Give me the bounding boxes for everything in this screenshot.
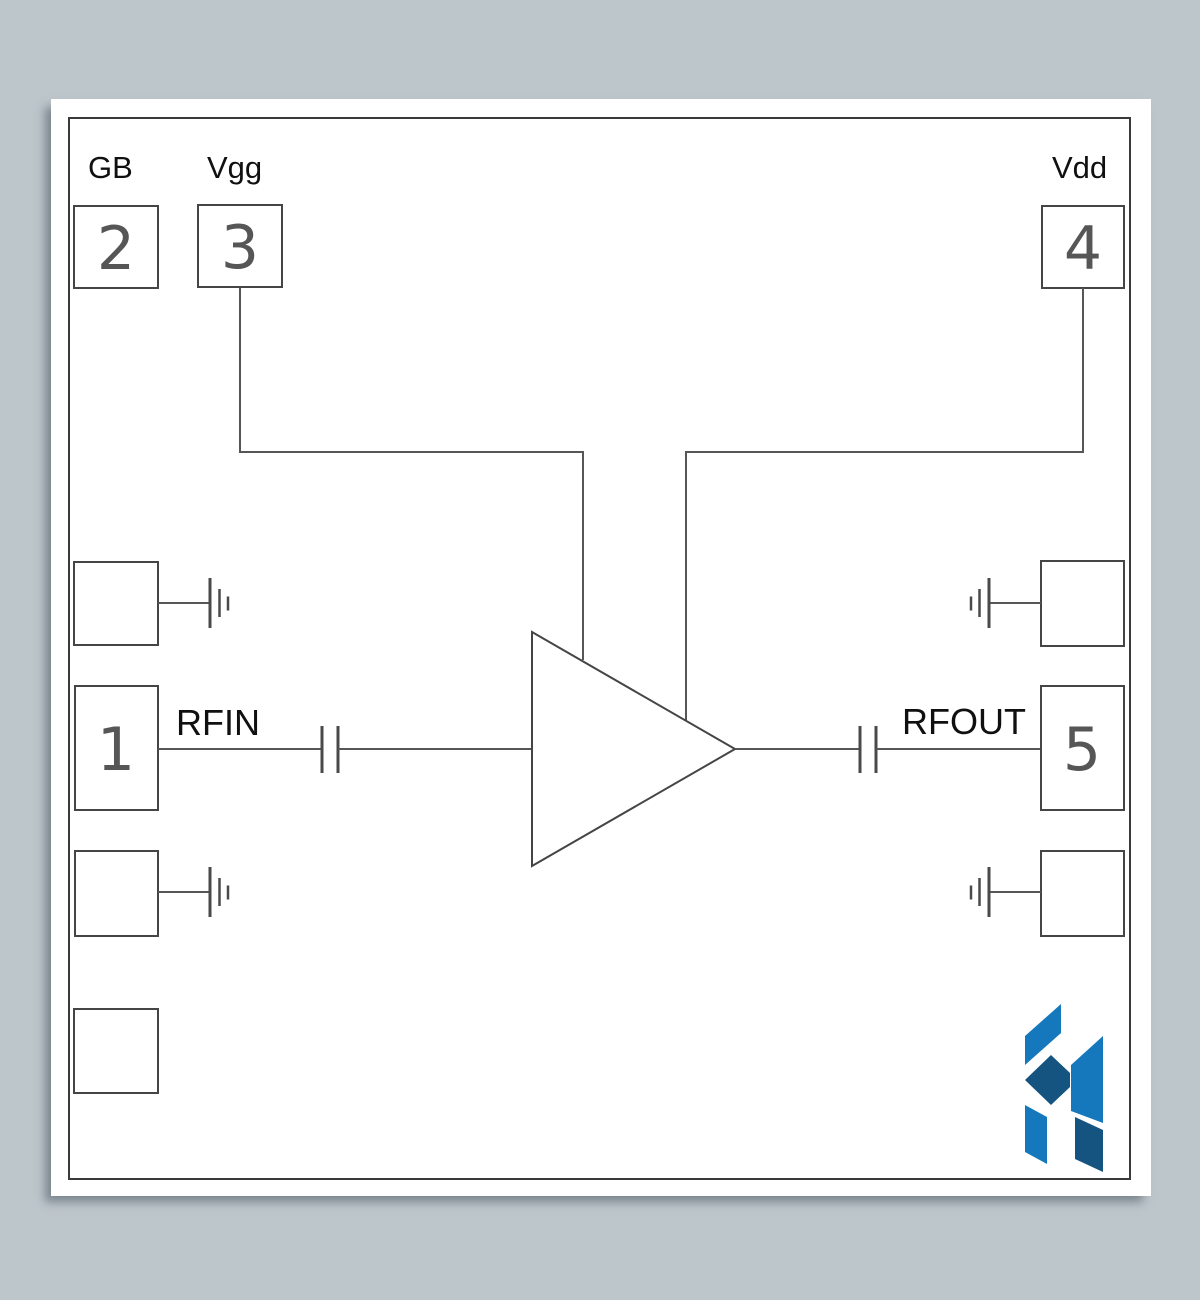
pin1-number: 1 (97, 715, 135, 785)
hittite-h-logo-icon (1025, 1004, 1103, 1172)
ground-pad-box-top-right (1040, 560, 1125, 647)
amplifier-triangle-symbol (531, 630, 738, 868)
ground-symbol-top-left (158, 578, 230, 628)
pin1-label: RFIN (176, 702, 260, 743)
logo-top-left-band (1025, 1004, 1061, 1065)
pin5-pad-box (1040, 685, 1125, 811)
unused-pad-box-bottom-left (73, 1008, 159, 1094)
logo-diamond (1025, 1055, 1070, 1105)
logo-left-leg (1025, 1105, 1047, 1164)
pin2-pad-box (73, 205, 159, 289)
vdd-bias-wire (685, 288, 1084, 720)
pin5-label: RFOUT (902, 701, 1026, 742)
pin4-label: Vdd (1052, 150, 1107, 185)
ground-symbol-bottom-right (969, 867, 1041, 917)
pin3-number: 3 (221, 213, 259, 283)
logo-right-leg (1075, 1117, 1103, 1172)
functional-block-diagram: GB 2 Vgg 3 Vdd 4 1 RFIN (68, 117, 1131, 1180)
ground-symbol-bottom-left (158, 867, 230, 917)
circuit-outline (68, 117, 1131, 1180)
logo-right-band (1071, 1036, 1103, 1123)
pin3-pad-box (197, 204, 283, 288)
pin4-number: 4 (1064, 214, 1102, 284)
ground-pad-box-top-left (73, 561, 159, 646)
ground-pad-box-bottom-left (74, 850, 159, 937)
pin2-label: GB (88, 150, 133, 185)
pin2-number: 2 (97, 214, 135, 284)
pin5-number: 5 (1063, 715, 1101, 785)
ground-symbol-top-right (969, 578, 1041, 628)
ground-pad-box-bottom-right (1040, 850, 1125, 937)
datasheet-page: GB 2 Vgg 3 Vdd 4 1 RFIN (51, 99, 1151, 1196)
input-dc-block-capacitor (320, 726, 340, 773)
output-dc-block-capacitor (858, 726, 878, 773)
pin3-label: Vgg (207, 150, 262, 185)
vgg-bias-wire (239, 288, 584, 660)
